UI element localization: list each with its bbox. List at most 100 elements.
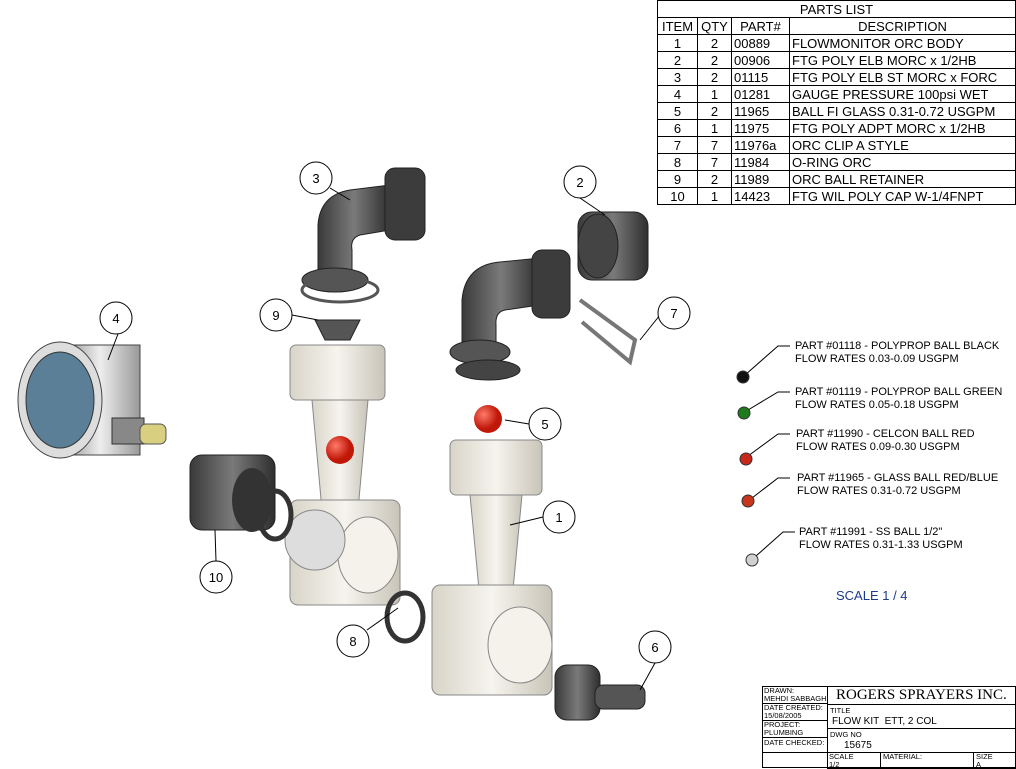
ball-note-part: PART #01118 - POLYPROP BALL BLACK <box>795 340 1000 352</box>
drawn-by: MEHDI SABBAGH <box>764 694 827 703</box>
cell-part-number: 11984 <box>731 153 790 171</box>
material-cell: MATERIAL: <box>880 752 974 769</box>
header-description: DESCRIPTION <box>789 17 1016 35</box>
elbow-fitting-part-3 <box>300 167 426 304</box>
elbow-fitting-part-2 <box>577 211 649 281</box>
ball-note-part: PART #11991 - SS BALL 1/2" <box>799 526 943 538</box>
balloon-circle <box>657 296 691 330</box>
balloon-item-6: 6 <box>638 630 672 664</box>
glass-ball-part-5 <box>474 405 502 433</box>
cell-part-number: 14423 <box>731 187 790 205</box>
material-label: MATERIAL: <box>883 752 923 761</box>
balloon-item-9: 9 <box>259 298 293 332</box>
balloon-item-1: 1 <box>542 500 576 534</box>
dwg-no-label: DWG NO <box>830 730 862 739</box>
drawn-label: DRAWN: <box>764 686 795 695</box>
scale-note: SCALE 1 / 4 <box>836 588 908 603</box>
balloons: 1 2 3 4 5 6 7 8 9 10 <box>99 161 691 664</box>
flow-ball-sample <box>745 553 759 567</box>
ball-retainer-part-9 <box>314 319 361 341</box>
balloon-item-7: 7 <box>657 296 691 330</box>
balloon-circle <box>638 630 672 664</box>
balloon-number: 4 <box>112 311 119 326</box>
ball-note-flow: FLOW RATES 0.03-0.09 USGPM <box>795 353 959 365</box>
project-label: PROJECT: <box>764 720 801 729</box>
balloon-number: 7 <box>670 306 677 321</box>
ball-note-part: PART #11965 - GLASS BALL RED/BLUE <box>797 472 999 484</box>
cell-description: FTG POLY ADPT MORC x 1/2HB <box>789 119 1016 137</box>
dwg-no: 15675 <box>844 740 872 751</box>
balloon-number: 2 <box>576 175 583 190</box>
scale-label: SCALE <box>829 752 854 761</box>
cell-description: FTG WIL POLY CAP W-1/4FNPT <box>789 187 1016 205</box>
o-ring-part-8 <box>384 590 426 644</box>
o-ring <box>256 488 294 542</box>
flowmonitor-body-part-1 <box>431 439 553 696</box>
balloon-number: 3 <box>312 171 319 186</box>
balloon-item-2: 2 <box>563 165 597 199</box>
balloon-circle <box>528 407 562 441</box>
cell-item: 10 <box>657 187 698 205</box>
balloon-number: 1 <box>555 510 562 525</box>
size-label: SIZE <box>976 752 993 761</box>
date-checked-cell: DATE CHECKED: <box>762 737 828 753</box>
orc-clip-part-7 <box>578 298 638 366</box>
scale-value: 1/2 <box>829 760 840 769</box>
balloon-circle <box>336 624 370 658</box>
title-label: TITLE <box>830 706 851 715</box>
poly-cap-part-10 <box>189 454 276 532</box>
balloon-number: 8 <box>349 634 356 649</box>
drawing-title: FLOW KIT ETT, 2 COL <box>832 716 937 727</box>
date-checked-label: DATE CHECKED: <box>764 738 825 747</box>
balloon-circle <box>199 560 233 594</box>
balloon-item-10: 10 <box>199 560 233 594</box>
date-created-cell: DATE CREATED:15/08/2005 <box>762 703 828 721</box>
balloon-number: 9 <box>272 308 279 323</box>
balloon-circle <box>563 165 597 199</box>
ball-note-part: PART #11990 - CELCON BALL RED <box>796 428 975 440</box>
balloon-number: 6 <box>651 640 658 655</box>
adapter-part-6 <box>554 664 646 721</box>
cell-description: FLOWMONITOR ORC BODY <box>789 34 1016 52</box>
balloon-number: 10 <box>209 570 223 585</box>
cell-description: ORC BALL RETAINER <box>789 170 1016 188</box>
elbow-fitting-right <box>449 249 571 381</box>
balloon-item-8: 8 <box>336 624 370 658</box>
balloon-circle <box>259 298 293 332</box>
company-name: ROGERS SPRAYERS INC. <box>836 687 1007 703</box>
cell-part-number: 11989 <box>731 170 790 188</box>
ball-note-part: PART #01119 - POLYPROP BALL GREEN <box>795 386 1003 398</box>
ball-note-flow: FLOW RATES 0.31-1.33 USGPM <box>799 539 963 551</box>
ball-note-flow: FLOW RATES 0.05-0.18 USGPM <box>795 399 959 411</box>
balloon-circle <box>542 500 576 534</box>
size-value: A <box>976 760 982 769</box>
cell-part-number: 01281 <box>731 85 790 103</box>
cell-description: O-RING ORC <box>789 153 1016 171</box>
flow-ball-sample <box>736 370 750 384</box>
balloon-item-3: 3 <box>299 161 333 195</box>
balloon-number: 5 <box>541 417 548 432</box>
company-cell: ROGERS SPRAYERS INC. <box>827 686 1016 705</box>
balloon-circle <box>299 161 333 195</box>
ball-note-flow: FLOW RATES 0.09-0.30 USGPM <box>796 441 960 453</box>
flow-ball-sample <box>737 406 751 420</box>
cell-description: BALL FI GLASS 0.31-0.72 USGPM <box>789 102 1016 120</box>
pressure-gauge-part-4 <box>17 341 167 459</box>
drawn-cell: DRAWN:MEHDI SABBAGH <box>762 686 828 704</box>
project-cell: PROJECT:PLUMBING <box>762 720 828 738</box>
